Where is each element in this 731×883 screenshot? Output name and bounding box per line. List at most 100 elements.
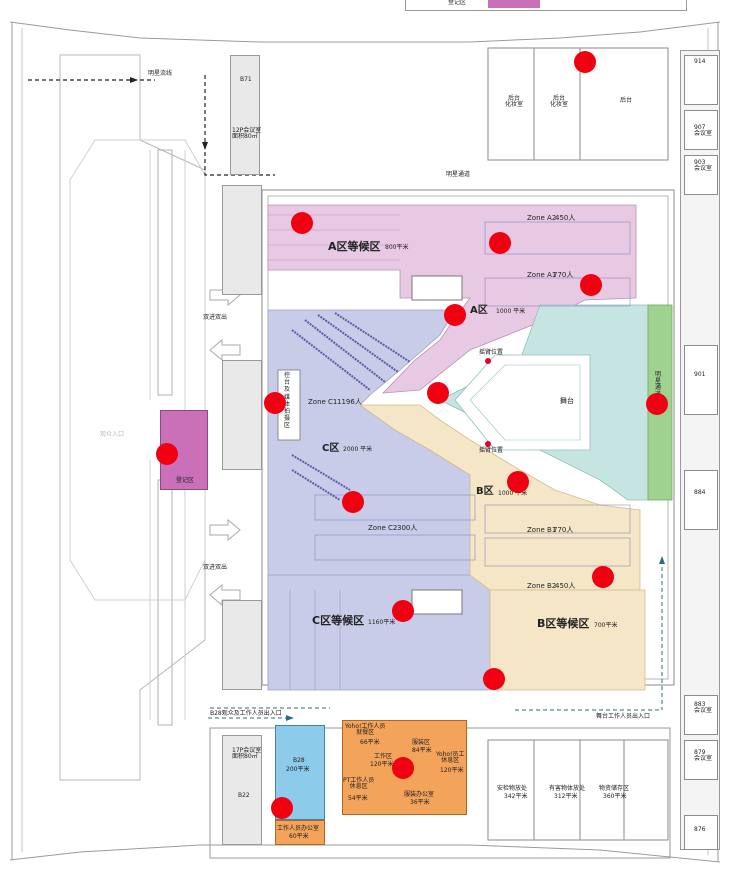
zone-a1-capacity: 770人 <box>553 271 574 279</box>
pt-rest-name: PT工作人员 休息区 <box>343 777 375 790</box>
legend-label: 登记区 <box>448 0 467 6</box>
control-zone-label: 控台及媒体拍摄区 <box>284 372 291 430</box>
zone-a-area: 1000 平米 <box>496 308 526 315</box>
b28-block <box>275 725 325 820</box>
clothes-office-name: 服装办公室 <box>404 791 435 798</box>
marker-control[interactable] <box>264 392 286 414</box>
work-area: 120平米 <box>370 761 394 768</box>
security-area: 342平米 <box>504 793 528 800</box>
stage-label: 舞台 <box>560 397 574 405</box>
room-884 <box>684 470 718 530</box>
room-914 <box>684 55 718 105</box>
zone-b-area <box>358 404 641 591</box>
marker-camera-2 <box>485 441 491 447</box>
marker-zone-a[interactable] <box>444 304 466 326</box>
room-meeting-17f: 17P会议室 面积80㎡ <box>232 747 262 760</box>
zone-a2-label: Zone A2 <box>527 214 557 222</box>
star-route-label: 明星流线 <box>148 70 173 77</box>
backstage-makeup-2: 后台 化妆室 <box>550 95 569 108</box>
backstage-makeup-1: 后台 化妆室 <box>505 95 524 108</box>
marker-zone-a-lower[interactable] <box>427 382 449 404</box>
left-wall-block-top <box>230 55 260 175</box>
zone-b-waiting-name: B区等候区 <box>537 617 590 630</box>
exit-label-2: 双进双出 <box>203 564 228 571</box>
room-901 <box>684 345 718 415</box>
marker-zone-b-waiting[interactable] <box>483 668 505 690</box>
marker-b28[interactable] <box>271 797 293 819</box>
legend-strip <box>405 0 687 11</box>
zone-a1-label: Zone A1 <box>527 271 557 279</box>
left-wall-block-3 <box>222 600 262 690</box>
b28-area: 200平米 <box>286 766 310 773</box>
marker-staff-area[interactable] <box>392 757 414 779</box>
yoho-rest-area: 120平米 <box>440 767 464 774</box>
zone-c1-capacity: 1196人 <box>337 398 362 406</box>
zone-b2-label: Zone B2 <box>527 582 557 590</box>
staff-office-name: 工作人员办公室 <box>277 825 320 832</box>
zone-c2-label: Zone C2 <box>368 524 398 532</box>
exit-label-1: 双进双出 <box>203 314 228 321</box>
marker-zone-a-waiting[interactable] <box>291 212 313 234</box>
zone-b-name: B区 <box>476 486 494 497</box>
staff-office-block <box>275 820 325 845</box>
marker-zone-c2[interactable] <box>342 491 364 513</box>
marker-zone-b[interactable] <box>507 471 529 493</box>
pt-rest-area: 54平米 <box>348 795 368 802</box>
zone-a-area <box>267 204 637 394</box>
room-883-label: 883 会议室 <box>694 701 713 714</box>
zone-c2-capacity: 300人 <box>397 524 418 532</box>
room-907 <box>684 110 718 150</box>
zone-b2-capacity: 450人 <box>555 582 576 590</box>
zone-c1-label: Zone C1 <box>308 398 338 406</box>
room-879 <box>684 740 718 780</box>
clothes-office-area: 36平米 <box>410 799 430 806</box>
marker-zone-c-waiting[interactable] <box>392 600 414 622</box>
wardrobe-area: 84平米 <box>412 747 432 754</box>
b28-entrance-label: B28观众及工作人员出入口 <box>210 710 282 717</box>
marker-zone-b2[interactable] <box>592 566 614 588</box>
left-wall-block-4 <box>222 735 262 845</box>
storage-area: 360平米 <box>603 793 627 800</box>
room-b22: B22 <box>238 792 250 799</box>
backstage-label: 后台 <box>620 97 633 104</box>
room-883 <box>684 695 718 735</box>
stage-staff-entrance-label: 舞台工作人员出入口 <box>596 713 651 720</box>
zone-a-waiting-name: A区等候区 <box>328 240 381 253</box>
zone-a-waiting-area: 800平米 <box>385 244 409 251</box>
zone-b1-capacity: 770人 <box>553 526 574 534</box>
marker-zone-a1[interactable] <box>580 274 602 296</box>
zone-a2-capacity: 450人 <box>555 214 576 222</box>
room-876 <box>684 815 718 850</box>
room-903-label: 903 会议室 <box>694 159 713 172</box>
marker-backstage[interactable] <box>574 51 596 73</box>
room-903 <box>684 155 718 195</box>
work-name: 工作区 <box>374 753 393 760</box>
yoho-rest-name: Yoho!员工 休息区 <box>436 751 465 764</box>
room-b71: B71 <box>240 76 252 83</box>
left-wall-block-2 <box>222 360 262 470</box>
prohibited-area: 312平米 <box>554 793 578 800</box>
room-884-label: 884 <box>694 489 706 496</box>
wardrobe-name: 服装区 <box>412 739 431 746</box>
room-914-label: 914 <box>694 58 706 65</box>
register-zone-label: 登记区 <box>176 477 195 484</box>
zone-b-waiting-area <box>489 589 646 691</box>
marker-star-lane[interactable] <box>646 393 668 415</box>
marker-register[interactable] <box>156 443 178 465</box>
zone-c-waiting-name: C区等候区 <box>312 614 365 627</box>
zone-c-name: C区 <box>322 443 340 454</box>
yoho-dining-area: 66平米 <box>360 739 380 746</box>
zone-c-area: 2000 平米 <box>343 446 373 453</box>
yoho-dining-name: Yoho!工作人员 就餐区 <box>345 723 386 736</box>
zone-c-waiting-area: 1160平米 <box>368 619 396 626</box>
security-name: 安检物放处 <box>497 785 528 792</box>
room-901-label: 901 <box>694 371 706 378</box>
zone-b-waiting-area: 700平米 <box>594 622 618 629</box>
room-879-label: 879 会议室 <box>694 749 713 762</box>
marker-zone-a2[interactable] <box>489 232 511 254</box>
prohibited-name: 有害物体放处 <box>549 785 586 792</box>
marker-camera-1 <box>485 358 491 364</box>
room-876-label: 876 <box>694 826 706 833</box>
left-wall-block-1 <box>222 185 262 295</box>
